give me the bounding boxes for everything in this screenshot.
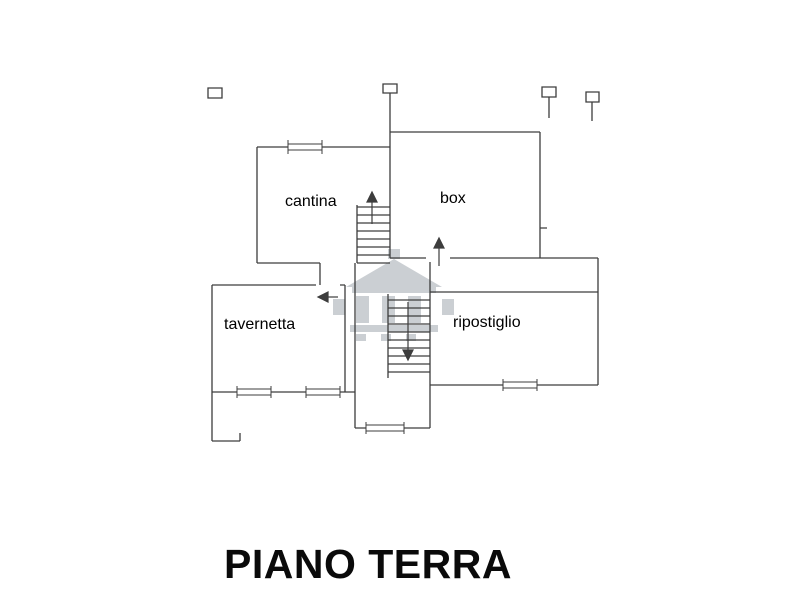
window-symbols: [236, 140, 538, 434]
plan-title: PIANO TERRA: [224, 541, 512, 587]
room-label-box: box: [440, 190, 466, 207]
room-label-cantina: cantina: [285, 193, 337, 210]
house-logo-watermark-icon: [333, 249, 454, 341]
stair-direction-arrows: [316, 190, 445, 362]
room-label-tavernetta: tavernetta: [224, 316, 296, 333]
room-label-ripostiglio: ripostiglio: [453, 314, 521, 331]
floorplan-walls: [207, 83, 600, 442]
